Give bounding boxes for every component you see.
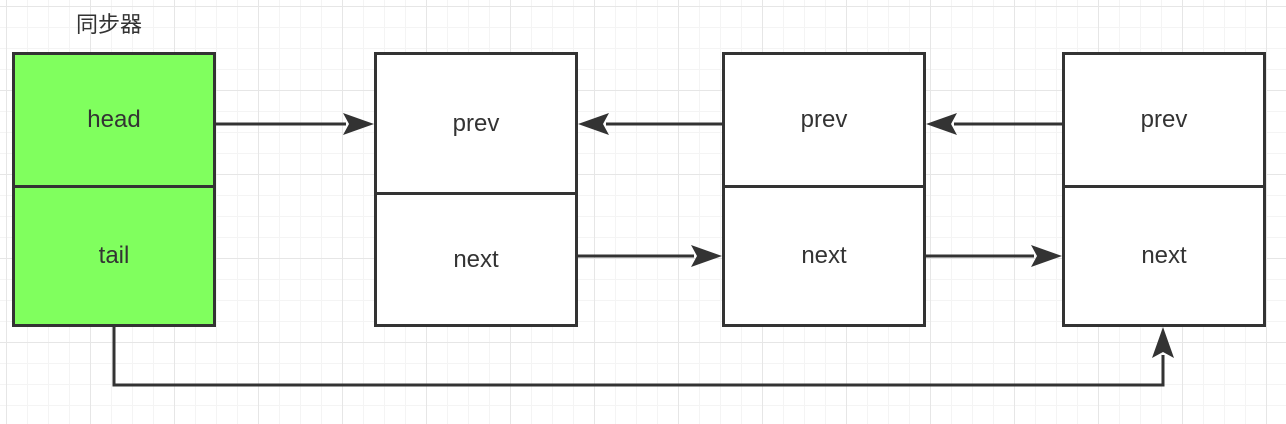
node-2-prev-label: prev bbox=[800, 106, 848, 133]
node-1-next-label: next bbox=[453, 245, 499, 273]
node-3-next-label: next bbox=[1141, 242, 1187, 269]
sync-head-cell: head bbox=[12, 52, 216, 188]
node-2-next-label: next bbox=[801, 242, 847, 269]
arrowhead-node2-to-node3 bbox=[1031, 245, 1062, 267]
sync-tail-label: tail bbox=[98, 242, 130, 269]
node-2-prev-cell: prev bbox=[722, 52, 926, 188]
node-1-prev-label: prev bbox=[452, 109, 500, 137]
arrowhead-node2-to-node1 bbox=[578, 113, 609, 135]
node-1-next-cell: next bbox=[374, 192, 578, 327]
arrowhead-node1-to-node2 bbox=[691, 245, 722, 267]
node-3-next-cell: next bbox=[1062, 185, 1266, 327]
arrow-tail-to-node3 bbox=[112, 327, 1165, 387]
synchronizer-title: 同步器 bbox=[76, 12, 143, 37]
node-3-prev-cell: prev bbox=[1062, 52, 1266, 188]
sync-tail-cell: tail bbox=[12, 185, 216, 327]
node-2-next-cell: next bbox=[722, 185, 926, 327]
arrowhead-node3-to-node2 bbox=[926, 113, 957, 135]
node-3-prev-label: prev bbox=[1140, 106, 1188, 133]
arrowhead-head-to-node1 bbox=[343, 113, 374, 135]
arrowhead-tail-to-node3 bbox=[1152, 327, 1174, 358]
sync-head-label: head bbox=[87, 106, 141, 133]
